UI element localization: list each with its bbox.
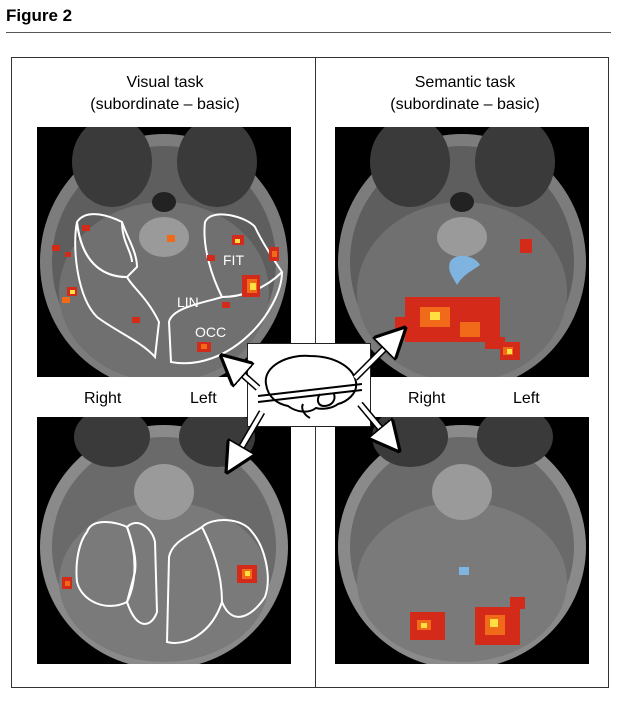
visual-task-label: Visual task [126, 74, 204, 91]
arrow-to-semantic-bottom [357, 401, 390, 440]
visual-task-title: Visual task (subordinate – basic) [15, 72, 315, 116]
semantic-top-brain-scan [335, 127, 589, 377]
semantic-task-label: Semantic task [414, 74, 516, 91]
semantic-task-title: Semantic task (subordinate – basic) [315, 72, 615, 116]
left-panel-left-label: Left [190, 390, 217, 407]
arrow-to-semantic-top [352, 338, 395, 381]
figure-frame [11, 57, 609, 688]
arrow-to-visual-bottom [234, 410, 266, 460]
left-panel-right-label: Right [84, 390, 122, 407]
visual-task-subtitle: (subordinate – basic) [90, 96, 240, 113]
region-label-occ: OCC [195, 324, 226, 340]
visual-top-brain-scan: FIT LIN OCC [37, 127, 291, 377]
right-panel-right-label: Right [408, 390, 446, 407]
figure-title: Figure 2 [6, 6, 73, 25]
title-rule [6, 32, 611, 33]
region-label-fit: FIT [223, 252, 244, 268]
brain-schematic-inset [247, 343, 371, 427]
region-label-lin: LIN [177, 294, 199, 310]
semantic-task-subtitle: (subordinate – basic) [390, 96, 540, 113]
brain-sagittal-icon [257, 354, 363, 419]
right-panel-left-label: Left [513, 390, 540, 407]
semantic-bottom-brain-scan [335, 417, 589, 664]
arrow-to-visual-top [232, 365, 261, 391]
